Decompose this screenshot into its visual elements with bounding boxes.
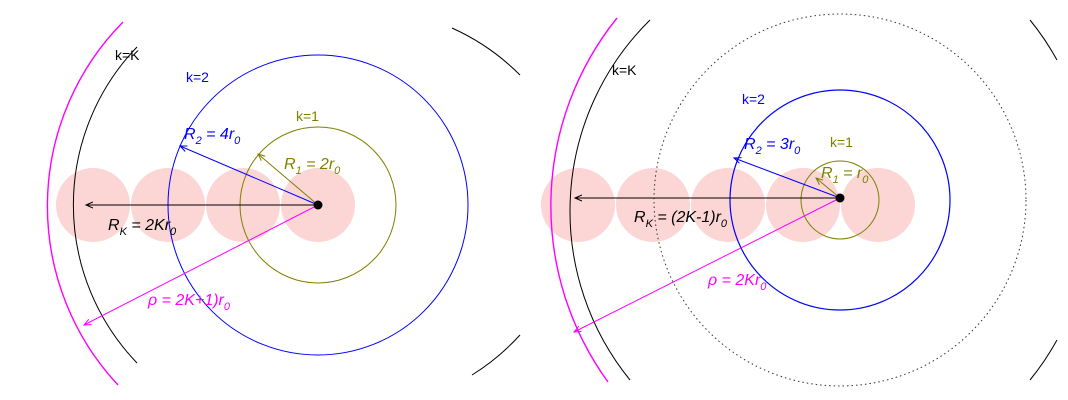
left-arrow-R1 [258,154,319,206]
right-circle-dotted [653,13,1027,387]
right-label-k1: k=1 [830,134,853,150]
right-circle-k1 [800,160,880,240]
left-arc-kK [72,46,138,364]
right-arc-rho [550,17,618,383]
left-panel: k=K k=2 k=1 R2 = 4r0 R1 = 2r0 RK = 2Kr0 … [46,21,521,386]
right-label-rho: ρ = 2Kr0 [707,272,767,293]
right-arrow-R1 [816,178,841,199]
right-center-dot [835,193,845,203]
left-center-dot [313,200,323,210]
right-label-RK: RK = (2K-1)r0 [634,209,728,230]
right-panel: k=K k=2 k=1 R2 = 3r0 R1 = r0 RK = (2K-1)… [541,13,1058,387]
right-disk-4 [766,168,840,242]
left-arrow-rho [84,204,319,325]
left-arc-rho [46,21,124,386]
left-label-k2: k=2 [186,69,209,85]
left-arc-kK-right [451,27,521,76]
right-label-R1: R1 = r0 [821,165,869,186]
left-arc-kK-right-bottom [471,334,521,376]
right-arc-kK-right [1029,19,1058,61]
right-label-k2: k=2 [742,91,765,107]
left-arrow-R2 [180,146,319,206]
right-pink-disks [541,168,915,242]
left-label-RK: RK = 2Kr0 [108,217,177,238]
left-label-R1: R1 = 2r0 [284,156,341,177]
right-label-kK: k=K [612,62,637,78]
right-circle-k2 [729,89,951,311]
right-label-R2: R2 = 3r0 [744,136,801,157]
right-disk-1 [541,168,615,242]
right-arrow-R2 [734,158,841,199]
left-label-R2: R2 = 4r0 [184,126,241,147]
right-arrow-rho [574,197,841,332]
right-arc-kK-right-bottom [1029,339,1058,381]
right-disk-2 [616,168,690,242]
right-arc-kK [569,19,651,381]
right-disk-5 [841,168,915,242]
left-label-k1: k=1 [296,108,319,124]
right-disk-3 [691,168,765,242]
left-label-rho: ρ = 2K+1)r0 [147,292,231,313]
left-label-kK: k=K [115,47,140,63]
